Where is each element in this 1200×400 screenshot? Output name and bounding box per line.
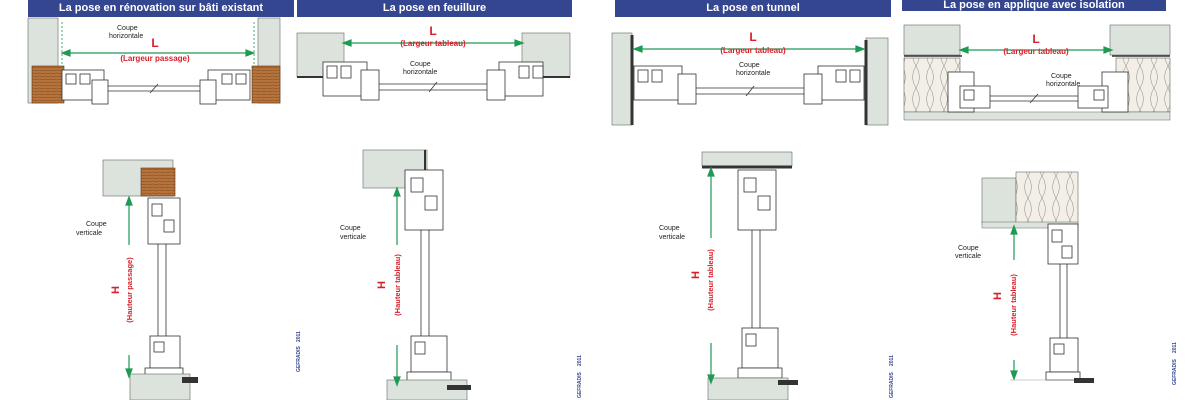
copyright-brand: GEFRADIS <box>577 372 583 399</box>
sill-bar <box>1074 378 1094 383</box>
width-arrow <box>632 45 866 53</box>
copyright-year: 2011 <box>577 355 583 366</box>
window-profile-right <box>486 61 544 101</box>
vertical-label-line1: Coupe <box>86 221 107 228</box>
sill-bar <box>778 380 798 385</box>
window-profile-right <box>199 69 251 105</box>
width-text: (Largeur tableau) <box>720 46 786 55</box>
copyright-year: 2011 <box>1172 342 1178 353</box>
height-text: (Hauteur passage) <box>125 257 134 323</box>
horizontal-label-line2: horizontale <box>403 69 437 76</box>
glazing <box>379 81 487 93</box>
copyright-brand: GEFRADIS <box>296 346 302 373</box>
wood-frame-right <box>251 65 281 104</box>
window-profile-left <box>947 71 991 113</box>
width-letter: L <box>1032 32 1039 46</box>
sill-bar <box>182 377 198 383</box>
vertical-label-line1: Coupe <box>659 225 680 232</box>
vertical-label-line2: verticale <box>340 234 366 241</box>
copyright-year: 2011 <box>296 331 302 342</box>
vertical-label-line2: verticale <box>76 230 102 237</box>
wood-frame-left <box>31 65 65 104</box>
horizontal-label-line2: horizontale <box>109 33 143 40</box>
width-text: (Largeur tableau) <box>400 39 466 48</box>
panel-title: La pose en tunnel <box>615 0 891 17</box>
wall-left <box>903 24 961 56</box>
height-text: (Hauteur tableau) <box>393 254 402 316</box>
feuillure-drawing: Coupe horizontale L (Largeur tableau) Co… <box>296 24 583 400</box>
window-profile-right <box>1077 71 1129 113</box>
vertical-label-line2: verticale <box>955 253 981 260</box>
window-profile-right <box>803 65 865 105</box>
lintel-insulation <box>1015 171 1079 225</box>
lintel-wood <box>140 167 176 197</box>
width-letter: L <box>749 30 756 44</box>
panel-applique: La pose en applique avec isolation <box>902 0 1200 400</box>
horizontal-label-line1: Coupe <box>117 25 138 32</box>
panel-title: La pose en feuillure <box>297 0 572 17</box>
sill <box>129 373 191 400</box>
width-arrow <box>60 22 256 68</box>
panel-title: La pose en applique avec isolation <box>902 0 1166 11</box>
lintel-wall <box>701 151 793 167</box>
horizontal-label-line1: Coupe <box>410 61 431 68</box>
tunnel-drawing: Coupe horizontale L (Largeur tableau) Co… <box>611 30 895 400</box>
width-text: (Largeur tableau) <box>1003 47 1069 56</box>
vertical-label-line2: verticale <box>659 234 685 241</box>
vertical-frame <box>404 169 452 383</box>
horizontal-label-line2: horizontale <box>736 70 770 77</box>
copyright-brand: GEFRADIS <box>889 372 895 399</box>
vertical-frame <box>737 169 783 379</box>
glazing <box>990 93 1078 104</box>
horizontal-label-line2: horizontale <box>1046 81 1080 88</box>
vertical-label-line1: Coupe <box>340 225 361 232</box>
vertical-frame <box>1045 223 1081 381</box>
panel-renovation: La pose en rénovation sur bâti existant <box>0 0 302 400</box>
width-letter: L <box>151 36 158 50</box>
copyright-year: 2011 <box>889 355 895 366</box>
width-text: (Largeur passage) <box>120 54 190 63</box>
height-letter: H <box>376 281 388 289</box>
glazing <box>108 83 200 94</box>
horizontal-label-line1: Coupe <box>739 62 760 69</box>
height-letter: H <box>690 271 702 279</box>
height-letter: H <box>992 292 1004 300</box>
vertical-label-line1: Coupe <box>958 245 979 252</box>
applique-drawing: Coupe horizontale L (Largeur tableau) Co… <box>903 24 1178 386</box>
vertical-frame <box>144 197 184 379</box>
wall-right <box>865 37 889 126</box>
renovation-drawing: Coupe horizontale L (Largeur passage) Co… <box>27 17 302 400</box>
width-arrow <box>958 46 1114 54</box>
sill <box>707 377 789 400</box>
height-text: (Hauteur tableau) <box>1009 274 1018 336</box>
panel-tunnel: La pose en tunnel Coupe horizontale L (L… <box>611 0 902 400</box>
height-letter: H <box>110 286 122 294</box>
panel-title: La pose en rénovation sur bâti existant <box>28 0 294 17</box>
wall-left <box>611 32 633 126</box>
sill-bar <box>447 385 471 390</box>
width-letter: L <box>429 24 436 38</box>
wall-right <box>1109 24 1171 56</box>
lintel-wall <box>981 177 1017 225</box>
width-arrow <box>341 39 525 47</box>
copyright-brand: GEFRADIS <box>1172 359 1178 386</box>
window-profile-left <box>322 61 380 101</box>
window-profile-left <box>61 69 109 105</box>
lining <box>903 111 1171 121</box>
height-text: (Hauteur tableau) <box>706 249 715 311</box>
horizontal-label-line1: Coupe <box>1051 73 1072 80</box>
window-profile-left <box>633 65 697 105</box>
glazing <box>696 85 804 97</box>
panel-feuillure: La pose en feuillure Coupe horizontale L… <box>296 0 597 400</box>
